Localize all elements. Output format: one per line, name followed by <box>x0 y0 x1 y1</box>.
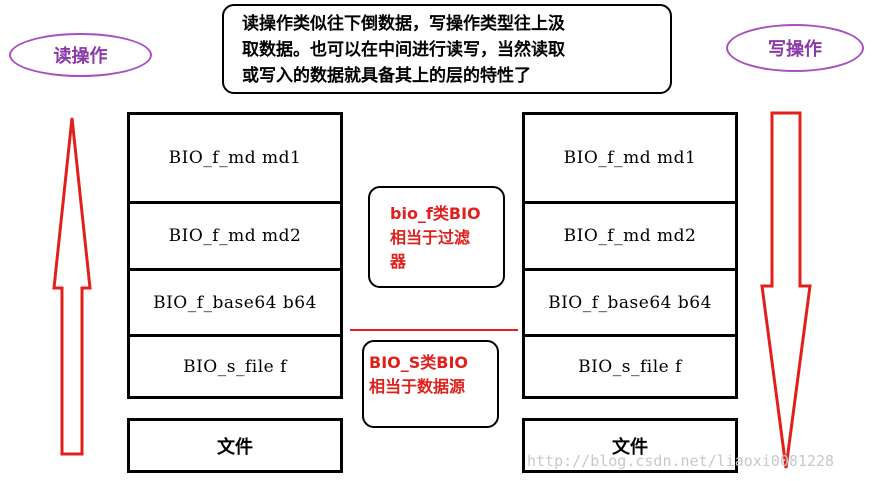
source-note: BIO_S类BIO 相当于数据源 <box>362 340 499 428</box>
read-operation-label: 读操作 <box>9 33 152 77</box>
bio-layer-label: BIO_f_md md1 <box>168 148 302 168</box>
left-file-box: 文件 <box>127 418 343 473</box>
bio-layer: BIO_s_file f <box>525 337 735 396</box>
bio-layer-label: BIO_s_file f <box>578 356 682 377</box>
filter-note-line-1: bio_f类BIO <box>390 204 481 223</box>
explanation-note: 读操作类似往下倒数据，写操作类型往上汲 取数据。也可以在中间进行读写，当然读取 … <box>222 4 672 94</box>
source-note-line-1: BIO_S类BIO <box>369 353 469 372</box>
filter-note: bio_f类BIO 相当于过滤 器 <box>368 186 505 288</box>
file-label: 文件 <box>612 436 648 458</box>
right-bio-stack: BIO_f_md md1 BIO_f_md md2 BIO_f_base64 b… <box>522 112 738 399</box>
bio-layer: BIO_f_base64 b64 <box>525 271 735 337</box>
file-label: 文件 <box>217 436 253 458</box>
bio-layer: BIO_f_md md2 <box>130 204 340 271</box>
up-arrow-icon <box>52 117 92 456</box>
right-file-box: 文件 <box>522 418 738 473</box>
bio-layer-label: BIO_f_md md1 <box>563 148 697 168</box>
bio-layer-label: BIO_f_md md2 <box>563 226 697 246</box>
note-line-1: 读操作类似往下倒数据，写操作类型往上汲 <box>242 14 565 34</box>
note-line-2: 取数据。也可以在中间进行读写，当然读取 <box>242 40 565 60</box>
read-operation-text: 读操作 <box>53 46 108 67</box>
source-note-line-2: 相当于数据源 <box>369 377 466 396</box>
bio-layer-label: BIO_f_base64 b64 <box>153 292 317 313</box>
write-operation-text: 写操作 <box>768 39 822 60</box>
filter-note-line-2: 相当于过滤 <box>390 228 471 247</box>
watermark: http://blog.csdn.net/liaoxi0081228 <box>527 452 835 470</box>
write-operation-label: 写操作 <box>726 24 864 72</box>
left-bio-stack: BIO_f_md md1 BIO_f_md md2 BIO_f_base64 b… <box>127 112 343 399</box>
filter-note-line-3: 器 <box>390 252 407 271</box>
bio-layer: BIO_f_md md1 <box>130 115 340 204</box>
bio-layer: BIO_f_md md1 <box>525 115 735 204</box>
bio-layer: BIO_s_file f <box>130 337 340 396</box>
bio-layer: BIO_f_base64 b64 <box>130 271 340 337</box>
down-arrow-icon <box>760 111 812 469</box>
bio-layer-label: BIO_s_file f <box>183 356 287 377</box>
source-filter-divider <box>350 329 518 331</box>
bio-layer: BIO_f_md md2 <box>525 204 735 271</box>
bio-layer-label: BIO_f_md md2 <box>168 226 302 246</box>
bio-layer-label: BIO_f_base64 b64 <box>548 292 712 313</box>
note-line-3: 或写入的数据就具备其上的层的特性了 <box>242 66 531 86</box>
